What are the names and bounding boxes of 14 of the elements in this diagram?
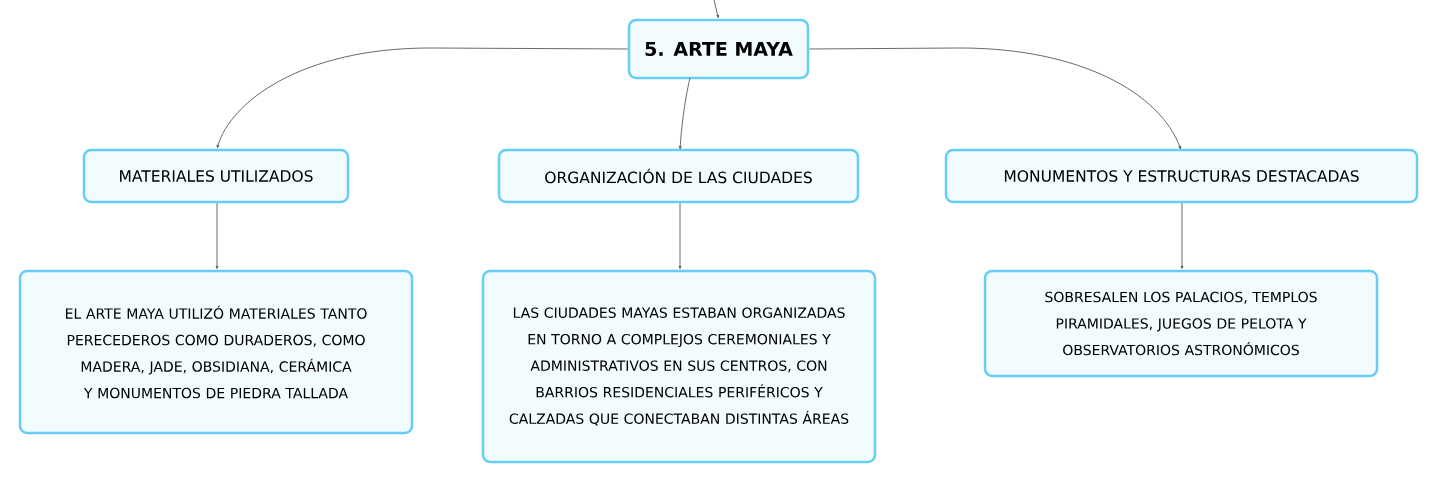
subtopic-box: MATERIALES UTILIZADOS <box>82 148 350 204</box>
arrow <box>215 202 219 270</box>
subtopic-box: ORGANIZACIÓN DE LAS CIUDADES <box>497 148 860 204</box>
description-box: SOBRESALEN LOS PALACIOS, TEMPLOS PIRAMIDALES, JUEGOS DE PELOTA Y OBSERVATORIOS ASTRONÓMICOS <box>983 269 1379 378</box>
arrow <box>1180 202 1184 270</box>
arrow <box>678 77 691 150</box>
arrow <box>808 47 1182 150</box>
subtopic-box: MONUMENTOS Y ESTRUCTURAS DESTACADAS <box>944 148 1419 204</box>
topic-box: 5. ARTE MAYA <box>627 18 810 80</box>
arrow <box>216 47 629 149</box>
description-box: LAS CIUDADES MAYAS ESTABAN ORGANIZADAS EN TORNO A COMPLEJOS CEREMONIALES Y ADMINISTRATIVOS EN SUS CENTROS, CON BARRIOS RESIDENCIALES PERIFÉRICOS Y CALZADAS QUE CONECTABAN DISTINTAS ÁREAS <box>481 269 877 464</box>
arrow <box>678 202 682 270</box>
arrow <box>713 0 720 19</box>
description-box: EL ARTE MAYA UTILIZÓ MATERIALES TANTO PERECEDEROS COMO DURADEROS, COMO MADERA, JADE, OBSIDIANA, CERÁMICA Y MONUMENTOS DE PIEDRA TALLADA <box>18 269 414 435</box>
